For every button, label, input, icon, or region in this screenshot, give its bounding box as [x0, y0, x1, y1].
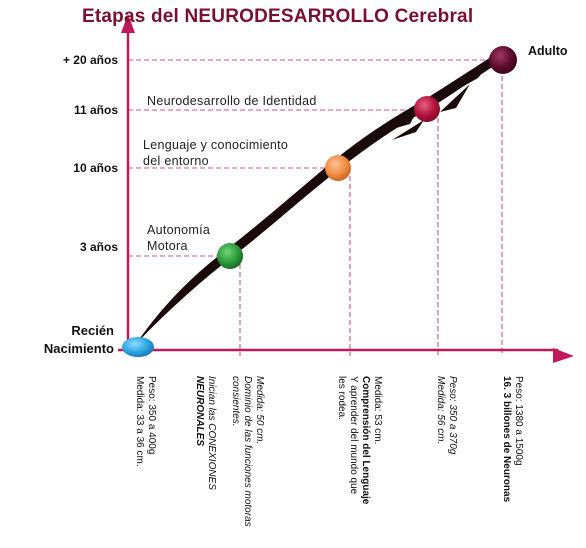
stage-marker-newborn [122, 337, 154, 357]
note-adult-weight: Peso: 1380 a 1500g [513, 376, 524, 466]
note-newborn: Peso: 350 a 400g Medida: 33 a 36 cm. [134, 376, 157, 548]
stage-marker-10-years [325, 155, 351, 181]
stage-label-identity: Neurodesarrollo de Identidad [147, 93, 317, 109]
note-newborn-size: Medida: 33 a 36 cm. [134, 376, 145, 467]
y-label-11-years: 11 años [73, 103, 118, 117]
y-label-3-years: 3 años [79, 240, 118, 254]
note-language-size: Medida: 53 cm. [372, 376, 383, 445]
origin-label: Recién Nacimiento [4, 322, 114, 358]
note-adult-neurons: 16. 3 billones de Neuronas [501, 376, 512, 503]
diagram-title: Etapas del NEURODESARROLLO Cerebral [82, 6, 474, 27]
note-motor-line2: Dominio de las funciones motoras [242, 376, 253, 527]
endpoint-label-adult: Adulto [528, 44, 568, 58]
note-connections: Inician las CONEXIONES NEURONALES [194, 376, 217, 548]
origin-label-line1: Recién [71, 323, 114, 338]
stage-label-language-line1: Lenguaje y conocimiento [143, 138, 289, 152]
note-connections-line1: Inician las CONEXIONES [206, 376, 217, 490]
origin-label-line2: Nacimiento [43, 341, 114, 356]
guide-lines [128, 59, 503, 356]
note-language-line4: les rodea. [336, 376, 347, 420]
note-language: Medida: 53 cm. Comprensión del Lenguaje … [336, 376, 383, 548]
y-label-20-years: + 20 años [62, 53, 118, 67]
note-motor-line3: consientes. [230, 376, 241, 427]
stage-marker-adult [489, 46, 517, 74]
note-adult: Peso: 1380 a 1500g 16. 3 billones de Neu… [501, 376, 524, 548]
stage-label-motor: Autonomía Motora [147, 222, 210, 254]
stage-label-motor-line1: Autonomía [147, 223, 211, 237]
growth-arrow [136, 55, 500, 344]
note-identity-weight: Peso: 350 a 370g [447, 376, 458, 455]
note-language-line3: Y aprender del mundo que [348, 376, 359, 495]
note-identity-size: Medida: 56 cm. [435, 376, 446, 445]
note-identity: Peso: 350 a 370g Medida: 56 cm. [435, 376, 458, 548]
stage-label-language: Lenguaje y conocimiento del entorno [143, 137, 288, 169]
note-connections-line2: NEURONALES [194, 376, 205, 447]
stage-marker-3-years [217, 243, 243, 269]
note-language-line2: Comprensión del Lenguaje [360, 376, 371, 505]
axes [118, 14, 574, 363]
stage-label-motor-line2: Motora [147, 239, 188, 253]
y-label-10-years: 10 años [73, 161, 118, 175]
stage-marker-11-years [414, 96, 440, 122]
note-motor-size: Medida: 50 cm. [254, 376, 265, 445]
note-motor: Medida: 50 cm. Dominio de las funciones … [230, 376, 265, 548]
stage-label-language-line2: del entorno [143, 154, 209, 168]
note-newborn-weight: Peso: 350 a 400g [146, 376, 157, 455]
stage-label-identity-line1: Neurodesarrollo de Identidad [147, 94, 317, 108]
